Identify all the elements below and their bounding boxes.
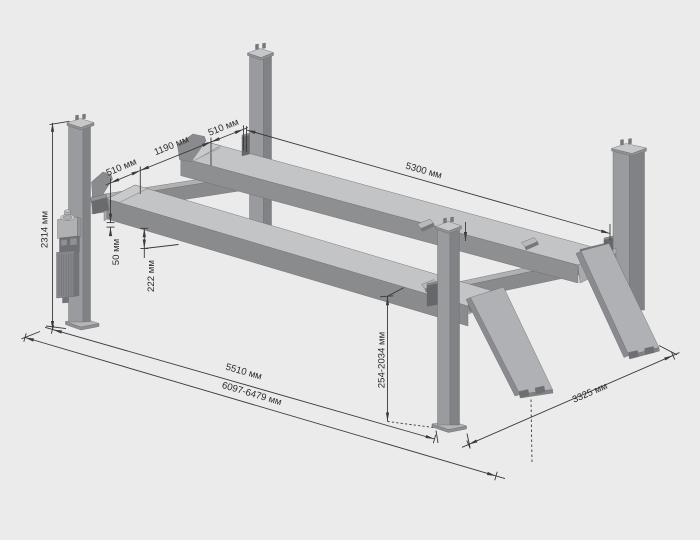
dim-6479-line xyxy=(24,337,506,480)
dim-254-leader xyxy=(387,287,405,297)
arrow-254-top xyxy=(385,296,390,306)
arrow-50-bottom xyxy=(108,227,113,237)
rear-left-post-cap xyxy=(247,48,274,58)
ramp-foot-dashed-ref xyxy=(530,399,533,463)
arrow-254-bottom xyxy=(385,412,390,422)
dim-3325-line xyxy=(461,352,680,448)
dim-label-height-total: 2314 мм xyxy=(40,211,51,248)
far-wheel-stop-plate xyxy=(177,133,207,163)
rear-left-post-bolt xyxy=(262,42,266,49)
left-ramp-foot xyxy=(518,389,530,398)
arrow-3325-left xyxy=(468,439,478,445)
front-left-post-right-face xyxy=(82,124,91,323)
arrow-510b-left xyxy=(211,137,220,142)
dim-3325-ext-right xyxy=(658,345,678,356)
far-runway-flap-seam xyxy=(192,147,221,162)
far-anchor-plate xyxy=(417,218,434,229)
arrow-222-bottom xyxy=(142,239,146,249)
motor-cap-ring xyxy=(62,215,73,220)
front-right-post-bracket xyxy=(426,283,438,307)
front-left-post-bolt xyxy=(82,113,86,120)
dim-label-flap-height: 50 мм xyxy=(111,239,122,266)
arrow-5510-right xyxy=(425,434,435,439)
power-unit-valve-detail xyxy=(60,239,68,247)
arrow-510a-right xyxy=(131,170,141,176)
front-left-post-bracket-top xyxy=(90,193,108,202)
arrow-510b-right xyxy=(234,129,244,135)
power-unit-tank-drain xyxy=(62,296,69,304)
motor-cap-top xyxy=(64,209,71,213)
arrow-1190-right xyxy=(202,142,211,147)
rear-right-post-right-face xyxy=(629,149,645,311)
front-left-post-bolt xyxy=(75,114,79,121)
rear-left-post-right-face xyxy=(263,54,272,233)
front-right-post-bolt xyxy=(450,216,454,223)
arrow-6479-left xyxy=(25,337,35,342)
near-wheel-stop-plate xyxy=(91,171,113,200)
power-unit-valve-detail xyxy=(69,237,78,246)
rear-right-post-bolt xyxy=(620,139,624,146)
dim-label-lift-range: 254-2034 мм xyxy=(377,332,388,388)
front-right-post-cap xyxy=(435,221,462,232)
dim-5300-line xyxy=(246,129,611,234)
power-unit-tank-side xyxy=(74,250,80,297)
dim-label-beam-height: 222 мм xyxy=(146,260,157,292)
arrow-1190-left xyxy=(140,165,150,171)
power-unit-motor-side xyxy=(77,216,82,238)
arrow-5510-left xyxy=(53,329,63,334)
front-right-post-left-face xyxy=(437,227,451,426)
dim-222-leader xyxy=(144,244,179,249)
rear-left-post-left-face xyxy=(249,54,264,233)
arrow-222-top xyxy=(142,228,146,238)
near-runway-flap-seam xyxy=(119,188,148,203)
dim-5510-line xyxy=(44,326,435,440)
dim-3325-ext-left xyxy=(466,433,471,448)
right-ramp-foot xyxy=(644,346,655,355)
rear-left-post-bolt xyxy=(255,43,259,50)
dim-2314-ext-top xyxy=(49,120,70,126)
arrow-2314-top xyxy=(50,122,55,132)
arrow-6479-right xyxy=(486,471,496,476)
rear-right-post-bolt xyxy=(628,138,632,145)
arrow-2314-bottom xyxy=(50,321,55,330)
arrow-5300-left xyxy=(246,130,256,135)
arrow-3325-right xyxy=(664,355,673,361)
arrow-5300-right xyxy=(600,229,610,234)
arrow-50-top xyxy=(108,213,113,223)
arrow-510a-left xyxy=(110,178,120,183)
right-ramp-foot xyxy=(628,350,639,359)
dim-254-tick-top xyxy=(379,295,394,298)
dim-254-dotted-ref xyxy=(387,421,434,428)
dim-5510-ext-left xyxy=(45,325,67,330)
rear-right-post-cap xyxy=(611,143,647,154)
dim-5510-ext-right xyxy=(435,430,439,444)
far-anchor-plate-2 xyxy=(521,237,538,248)
arrow-runway-ext xyxy=(463,232,468,241)
left-ramp-foot xyxy=(534,385,546,395)
front-right-post-right-face xyxy=(449,227,460,426)
front-right-post-bolt xyxy=(443,217,447,224)
